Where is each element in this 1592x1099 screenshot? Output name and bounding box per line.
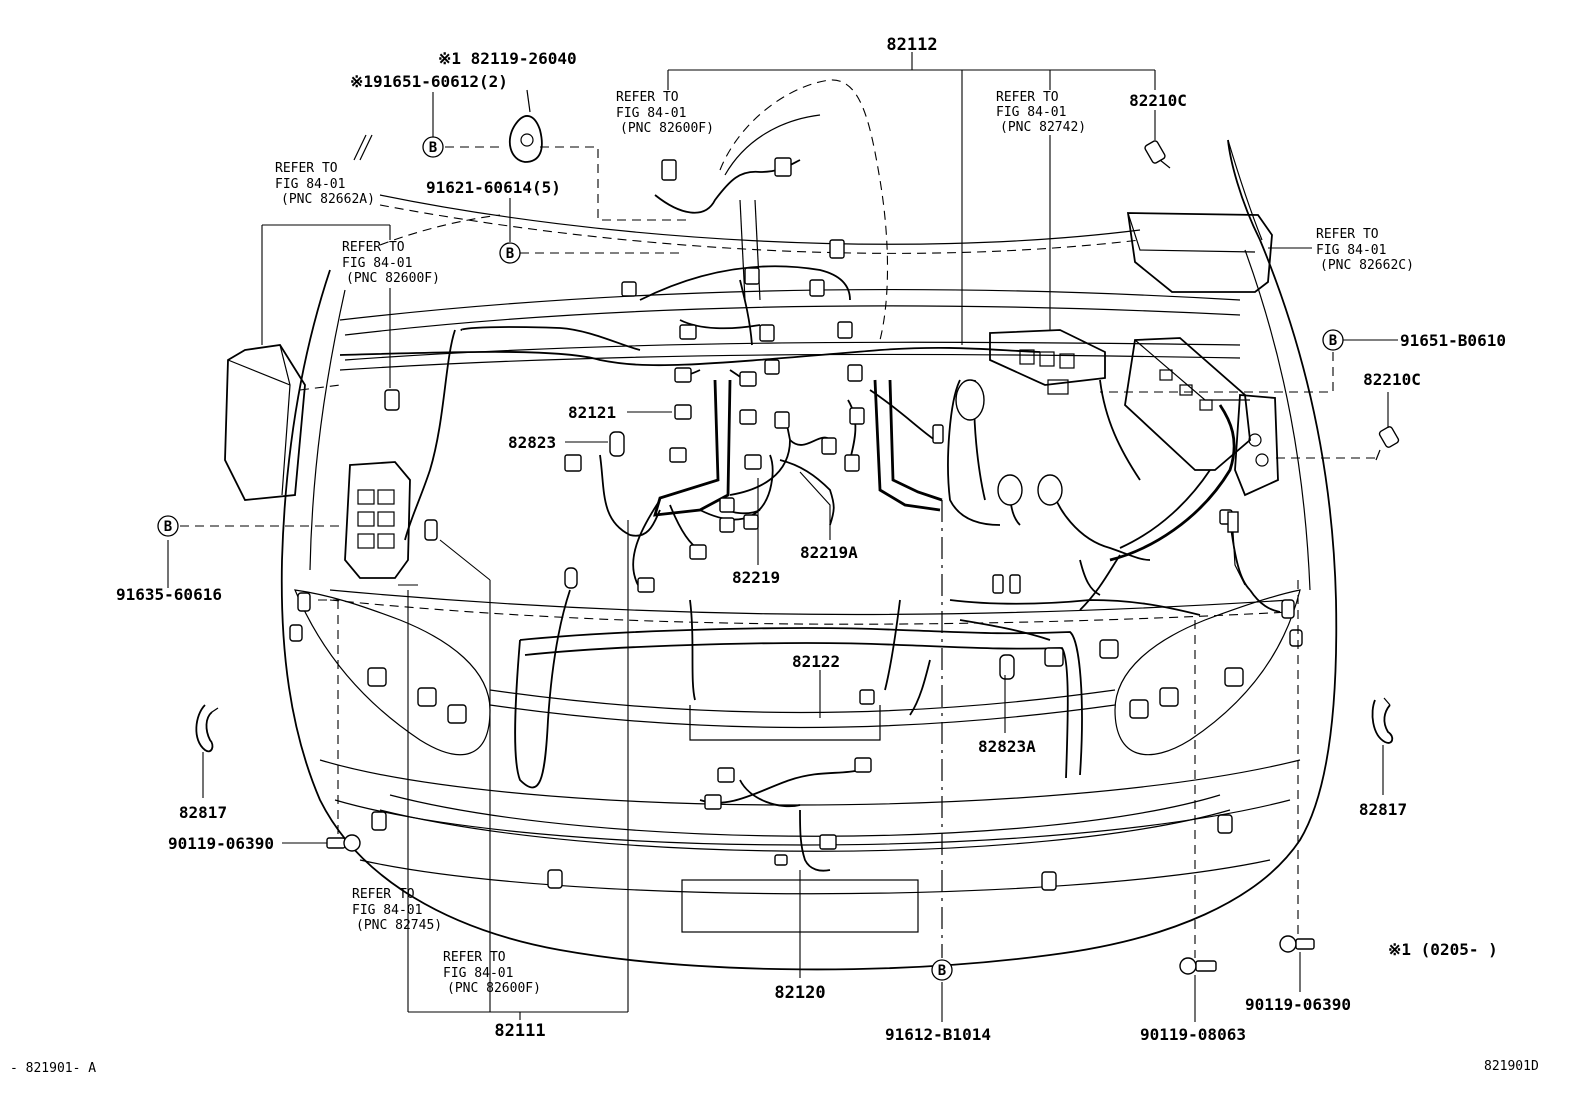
label-91651-60612: ※191651-60612(2) bbox=[350, 72, 508, 91]
svg-text:B: B bbox=[429, 140, 437, 156]
label-82120: 82120 bbox=[774, 983, 825, 1003]
left-fuse-box bbox=[224, 344, 306, 501]
footer-right: 821901D bbox=[1484, 1059, 1539, 1074]
part-82817-left-clip bbox=[195, 704, 219, 753]
bolt-90119-06390-left bbox=[326, 834, 361, 852]
svg-text:FIG 84-01: FIG 84-01 bbox=[443, 966, 513, 981]
callout-b-1: B bbox=[422, 136, 444, 158]
svg-text:FIG 84-01: FIG 84-01 bbox=[352, 903, 422, 918]
connectors bbox=[289, 157, 1303, 891]
footer-left: - 821901- A bbox=[10, 1061, 96, 1076]
svg-text:FIG 84-01: FIG 84-01 bbox=[616, 106, 686, 121]
svg-text:REFER TO: REFER TO bbox=[616, 90, 679, 105]
svg-text:(PNC 82745): (PNC 82745) bbox=[356, 918, 442, 933]
label-90119-06390-left: 90119-06390 bbox=[168, 834, 274, 853]
label-82112: 82112 bbox=[886, 35, 937, 55]
svg-text:FIG 84-01: FIG 84-01 bbox=[1316, 243, 1386, 258]
svg-text:(PNC 82662A): (PNC 82662A) bbox=[281, 192, 375, 207]
refer-block-82745: REFER TO FIG 84-01 (PNC 82745) bbox=[352, 887, 442, 933]
label-82823: 82823 bbox=[508, 433, 556, 452]
label-82111: 82111 bbox=[494, 1021, 545, 1041]
part-82210c-top bbox=[1144, 140, 1171, 169]
refer-block-82662a: REFER TO FIG 84-01 (PNC 82662A) bbox=[275, 161, 375, 207]
callout-b-5: B bbox=[931, 959, 953, 981]
battery-bracket bbox=[1234, 394, 1279, 497]
ground-terminal bbox=[1227, 511, 1246, 586]
refer-block-82662c: REFER TO FIG 84-01 (PNC 82662C) bbox=[1316, 227, 1414, 273]
label-91635-60616: 91635-60616 bbox=[116, 585, 222, 604]
label-91651-b0610: 91651-B0610 bbox=[1400, 331, 1506, 350]
refer-block-82600f-mid: REFER TO FIG 84-01 (PNC 82600F) bbox=[342, 240, 440, 286]
refer-block-82600f-top: REFER TO FIG 84-01 (PNC 82600F) bbox=[616, 90, 714, 136]
svg-text:REFER TO: REFER TO bbox=[342, 240, 405, 255]
bolt-90119-08063 bbox=[1179, 957, 1217, 975]
right-fuse-cover bbox=[1126, 212, 1273, 293]
part-82119-clip bbox=[508, 89, 543, 163]
svg-text:REFER TO: REFER TO bbox=[275, 161, 338, 176]
label-90119-06390-right: 90119-06390 bbox=[1245, 995, 1351, 1014]
refer-block-82742: REFER TO FIG 84-01 (PNC 82742) bbox=[996, 90, 1086, 135]
label-82122: 82122 bbox=[792, 652, 840, 671]
svg-text:REFER TO: REFER TO bbox=[996, 90, 1059, 105]
label-82817-left: 82817 bbox=[179, 803, 227, 822]
svg-text:B: B bbox=[164, 519, 172, 535]
svg-text:(PNC 82662C): (PNC 82662C) bbox=[1320, 258, 1414, 273]
part-82210c-right bbox=[1375, 426, 1400, 461]
svg-text:(PNC 82742): (PNC 82742) bbox=[1000, 120, 1086, 135]
label-91621-60614: 91621-60614(5) bbox=[426, 178, 561, 197]
leader-lines bbox=[167, 52, 1398, 1022]
svg-text:FIG 84-01: FIG 84-01 bbox=[275, 177, 345, 192]
svg-text:(PNC 82600F): (PNC 82600F) bbox=[620, 121, 714, 136]
label-82121: 82121 bbox=[568, 403, 616, 422]
vehicle-body-outline bbox=[280, 79, 1338, 971]
left-relay-block bbox=[344, 461, 411, 579]
label-91612-b1014: 91612-B1014 bbox=[885, 1025, 991, 1044]
label-82219: 82219 bbox=[732, 568, 780, 587]
svg-text:B: B bbox=[506, 246, 514, 262]
svg-text:REFER TO: REFER TO bbox=[352, 887, 415, 902]
callout-b-3: B bbox=[1322, 329, 1344, 351]
label-82210c-top: 82210C bbox=[1129, 91, 1187, 110]
svg-text:FIG 84-01: FIG 84-01 bbox=[342, 256, 412, 271]
label-82823a: 82823A bbox=[978, 737, 1036, 756]
svg-text:REFER TO: REFER TO bbox=[443, 950, 506, 965]
label-90119-08063: 90119-08063 bbox=[1140, 1025, 1246, 1044]
svg-text:(PNC 82600F): (PNC 82600F) bbox=[346, 271, 440, 286]
label-82210c-right: 82210C bbox=[1363, 370, 1421, 389]
svg-text:FIG 84-01: FIG 84-01 bbox=[996, 105, 1066, 120]
svg-text:REFER TO: REFER TO bbox=[1316, 227, 1379, 242]
part-82817-right-clip bbox=[1371, 697, 1394, 744]
main-harness-wires bbox=[339, 159, 1281, 872]
part-labels: 82112 82210C 82210C 82121 82823 82219 82… bbox=[10, 35, 1539, 1076]
svg-text:(PNC 82600F): (PNC 82600F) bbox=[447, 981, 541, 996]
callout-b-4: B bbox=[157, 515, 179, 537]
label-82817-right: 82817 bbox=[1359, 800, 1407, 819]
svg-text:B: B bbox=[938, 963, 946, 979]
label-82119-26040: ※1 82119-26040 bbox=[438, 49, 577, 68]
callout-b-2: B bbox=[499, 242, 521, 264]
label-note-star1: ※1 (0205- ) bbox=[1388, 940, 1498, 959]
grommets bbox=[955, 379, 1063, 506]
label-82219a: 82219A bbox=[800, 543, 858, 562]
svg-text:B: B bbox=[1329, 333, 1337, 349]
bolt-90119-06390-right bbox=[1279, 935, 1315, 953]
junction-block-82742 bbox=[989, 329, 1106, 395]
refer-block-82600f-bottom: REFER TO FIG 84-01 (PNC 82600F) bbox=[443, 950, 541, 996]
